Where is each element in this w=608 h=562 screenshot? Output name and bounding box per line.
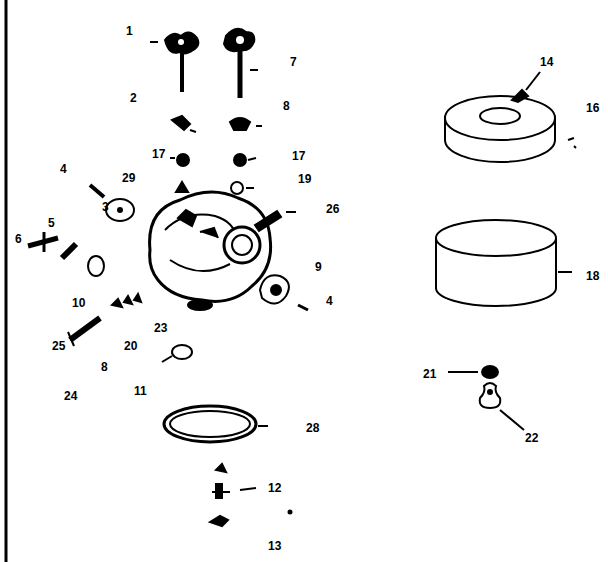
callout-number: 25: [52, 340, 65, 352]
callout-number: 8: [283, 100, 290, 112]
callout-number: 11: [134, 385, 147, 397]
callout-number: 12: [268, 482, 281, 494]
callout-number: 29: [122, 172, 135, 184]
callout-number: 26: [326, 203, 339, 215]
callout-number: 9: [315, 261, 322, 273]
callout-number: 10: [72, 297, 85, 309]
callout-number: 28: [306, 422, 319, 434]
callout-number: 8: [101, 361, 108, 373]
callout-number: 21: [423, 368, 436, 380]
callout-number: 1: [126, 25, 133, 37]
callout-number: 23: [154, 322, 167, 334]
callout-number: 4: [326, 295, 333, 307]
callout-number: 24: [64, 390, 77, 402]
callout-number: 5: [48, 217, 55, 229]
callout-number: 13: [268, 540, 281, 552]
callout-number: 17: [292, 150, 305, 162]
callout-number: 6: [15, 233, 22, 245]
callout-number: 14: [540, 56, 553, 68]
callout-number: 19: [298, 173, 311, 185]
callout-number: 22: [525, 432, 538, 444]
callout-number: 18: [586, 270, 599, 282]
callout-number: 17: [152, 148, 165, 160]
callout-number: 4: [60, 163, 67, 175]
callout-number: 7: [290, 56, 297, 68]
callout-number: 20: [124, 340, 137, 352]
callout-number: 16: [586, 102, 599, 114]
callout-number: 3: [102, 201, 109, 213]
callout-number: 2: [130, 92, 137, 104]
